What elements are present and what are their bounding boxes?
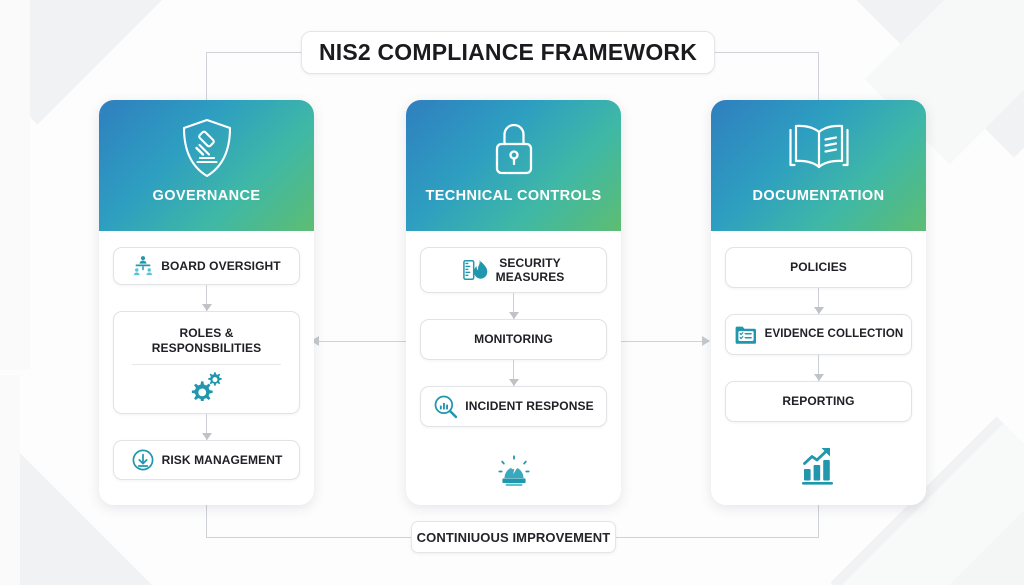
- item-monitoring[interactable]: MONITORING: [420, 319, 607, 360]
- firewall-flame-icon: [462, 258, 489, 282]
- item-label-line1: ROLES &: [179, 326, 234, 341]
- item-evidence-collection[interactable]: EVIDENCE COLLECTION: [725, 314, 912, 355]
- connector-technical-2: [420, 360, 607, 386]
- connector-footer-left-horizontal: [206, 537, 412, 538]
- connector-governance-2: [113, 414, 300, 440]
- card-body-governance: BOARD OVERSIGHT ROLES & RESPONSBILITIES: [99, 231, 314, 505]
- page-title: NIS2 COMPLIANCE FRAMEWORK: [318, 39, 698, 65]
- item-label: INCIDENT RESPONSE: [465, 399, 594, 414]
- connector-middle-to-documentation: [617, 341, 709, 342]
- column-card-governance[interactable]: GOVERNANCE BOARD OVERSIGHT: [99, 100, 314, 505]
- card-header-technical-controls: TECHNICAL CONTROLS: [406, 100, 621, 231]
- item-incident-response[interactable]: INCIDENT RESPONSE: [420, 386, 607, 427]
- item-label: POLICIES: [790, 260, 847, 275]
- item-security-measures[interactable]: SECURITY MEASURES: [420, 247, 607, 293]
- continuous-improvement-pill: CONTINIUOUS IMPROVEMENT: [411, 521, 616, 553]
- connector-footer-right-vertical: [818, 504, 819, 538]
- footer-label: CONTINIUOUS IMPROVEMENT: [416, 529, 611, 545]
- siren-alert-icon: [420, 449, 607, 491]
- growth-bar-chart-icon: [725, 444, 912, 486]
- padlock-icon: [487, 117, 541, 179]
- card-header-governance: GOVERNANCE: [99, 100, 314, 231]
- item-label: REPORTING: [782, 394, 855, 409]
- column-card-documentation[interactable]: DOCUMENTATION POLICIES: [711, 100, 926, 505]
- item-reporting[interactable]: REPORTING: [725, 381, 912, 422]
- connector-footer-right-horizontal: [615, 537, 819, 538]
- item-label-line2: MEASURES: [495, 270, 565, 284]
- open-book-icon: [786, 117, 852, 179]
- connector-middle-to-governance: [318, 341, 408, 342]
- bg-shape-bottom-left-band: [0, 375, 20, 585]
- card-body-documentation: POLICIES EVIDENCE COLLECTION: [711, 231, 926, 505]
- item-label: BOARD OVERSIGHT: [161, 258, 281, 273]
- connector-technical-1: [420, 293, 607, 319]
- item-label: EVIDENCE COLLECTION: [764, 327, 904, 340]
- item-divider: [132, 363, 281, 365]
- item-board-oversight[interactable]: BOARD OVERSIGHT: [113, 247, 300, 285]
- checklist-folder-icon: [734, 323, 758, 346]
- connector-governance-1: [113, 285, 300, 311]
- arrow-left-icon: [311, 336, 319, 346]
- connector-footer-left-vertical: [206, 504, 207, 538]
- card-title-documentation: DOCUMENTATION: [752, 188, 885, 204]
- framework-title-pill: NIS2 COMPLIANCE FRAMEWORK: [301, 31, 715, 74]
- card-title-governance: GOVERNANCE: [152, 188, 261, 204]
- connector-title-left-vertical: [206, 52, 207, 102]
- card-body-technical-controls: SECURITY MEASURES MONITORING: [406, 231, 621, 505]
- item-risk-management[interactable]: RISK MANAGEMENT: [113, 440, 300, 480]
- gears-icon: [190, 371, 224, 401]
- bg-shape-top-left-band: [0, 0, 30, 370]
- download-circle-icon: [131, 448, 155, 472]
- connector-title-right-horizontal: [714, 52, 819, 53]
- shield-gavel-icon: [178, 117, 236, 179]
- item-label: MONITORING: [474, 332, 553, 347]
- magnifier-chart-icon: [433, 394, 458, 419]
- item-label: RISK MANAGEMENT: [161, 452, 283, 467]
- item-label-line2: RESPONSBILITIES: [151, 340, 262, 355]
- connector-documentation-2: [725, 355, 912, 381]
- connector-title-left-horizontal: [206, 52, 302, 53]
- item-label-line1: SECURITY: [499, 255, 561, 270]
- column-card-technical-controls[interactable]: TECHNICAL CONTROLS: [406, 100, 621, 505]
- item-policies[interactable]: POLICIES: [725, 247, 912, 288]
- card-title-technical-controls: TECHNICAL CONTROLS: [425, 188, 602, 204]
- connector-title-right-vertical: [818, 52, 819, 102]
- card-header-documentation: DOCUMENTATION: [711, 100, 926, 231]
- board-meeting-icon: [132, 255, 154, 277]
- item-roles-responsibilities[interactable]: ROLES & RESPONSBILITIES: [113, 311, 300, 414]
- arrow-right-icon: [702, 336, 710, 346]
- connector-documentation-1: [725, 288, 912, 314]
